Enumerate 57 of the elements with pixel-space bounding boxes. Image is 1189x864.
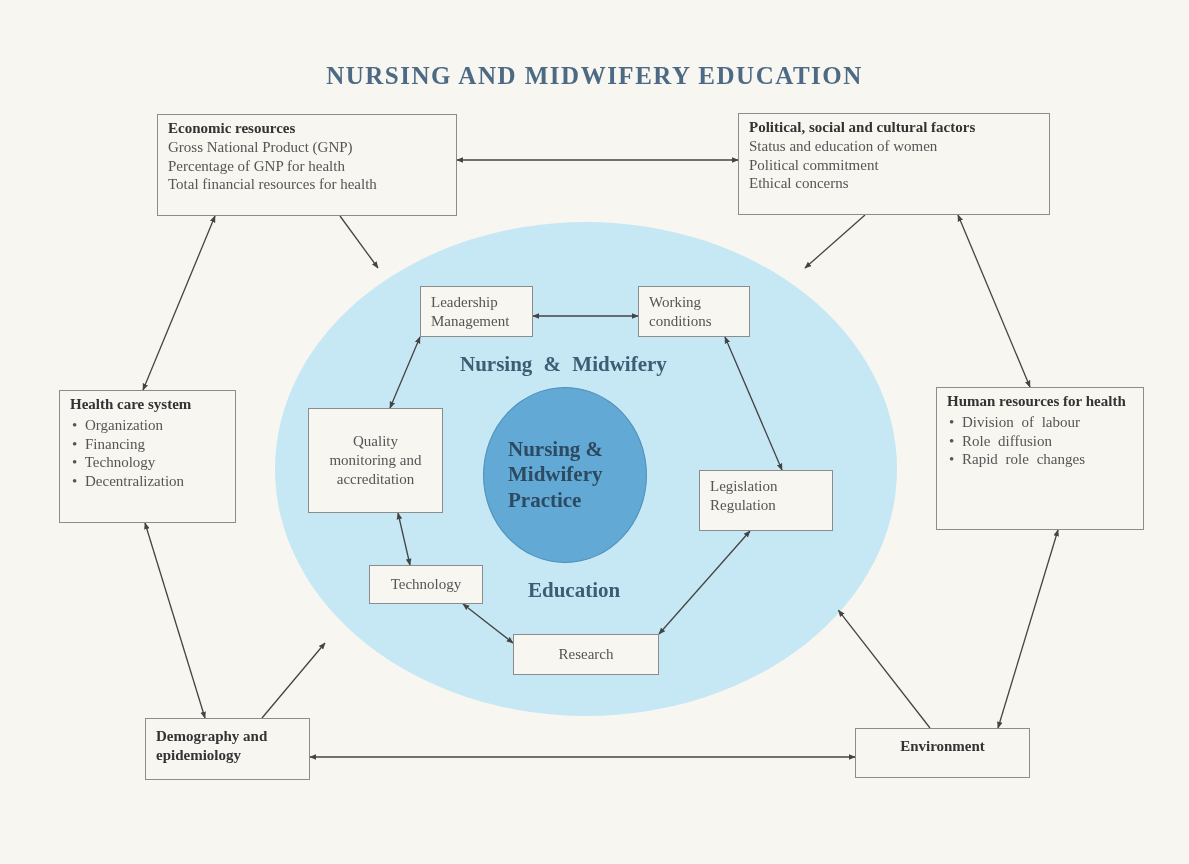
arrow [724,336,783,471]
box-label: Legislation Regulation [710,477,779,515]
arrow [144,522,206,719]
box-heading: Human resources for health [947,392,1127,411]
box-label: Environment [899,737,986,756]
factor-box [59,390,236,523]
region-label: Nursing & Midwifery [460,352,667,377]
box-heading: Health care system [70,395,193,414]
arrow [142,215,216,391]
bullet-item: • Technology [72,453,157,472]
bullet-item: • Decentralization [72,472,186,491]
arrow [804,214,866,269]
arrow [261,642,326,719]
practice-label: Nursing & Midwifery Practice [508,437,605,513]
factor-box [145,718,310,780]
component-box [513,634,659,675]
diagram-title: NURSING AND MIDWIFERY EDUCATION [325,62,864,90]
arrow [957,214,1031,388]
arrow [339,215,379,269]
arrow [309,754,856,760]
factor-item: Total financial resources for health [168,175,378,194]
factor-box [738,113,1050,215]
factor-box [936,387,1144,530]
box-label: Demography and epidemiology [156,727,269,765]
box-label: Leadership Management [431,293,511,331]
arrow [396,512,412,566]
box-heading: Political, social and cultural factors [749,118,977,137]
arrow [658,530,751,635]
factor-box [855,728,1030,778]
arrow [837,609,931,729]
box-label: Research [557,645,615,664]
box-heading: Economic resources [168,119,297,138]
bullet-item: • Role diffusion [949,431,1053,451]
component-box [420,286,533,337]
component-box [308,408,443,513]
box-label: Quality monitoring and accreditation [328,432,423,489]
bullet-item: • Financing [72,434,146,454]
arrow [997,529,1059,729]
region-label: Education [528,578,621,603]
factor-box [157,114,457,216]
component-box [699,470,833,531]
component-box [369,565,483,604]
bullet-item: • Organization [72,415,165,435]
arrow [389,336,421,409]
bullet-item: • Division of labour [949,412,1081,432]
factor-item: Political commitment [749,155,880,175]
arrow [456,157,739,163]
component-box [638,286,750,337]
factor-item: Status and education of women [749,136,939,156]
box-label: Technology [389,575,463,594]
bullet-item: • Rapid role changes [949,450,1086,469]
factor-item: Gross National Product (GNP) [168,137,354,157]
arrow [532,313,639,319]
arrow [462,603,514,644]
factor-item: Ethical concerns [749,174,850,193]
box-label: Working conditions [649,293,713,331]
factor-item: Percentage of GNP for health [168,156,346,176]
